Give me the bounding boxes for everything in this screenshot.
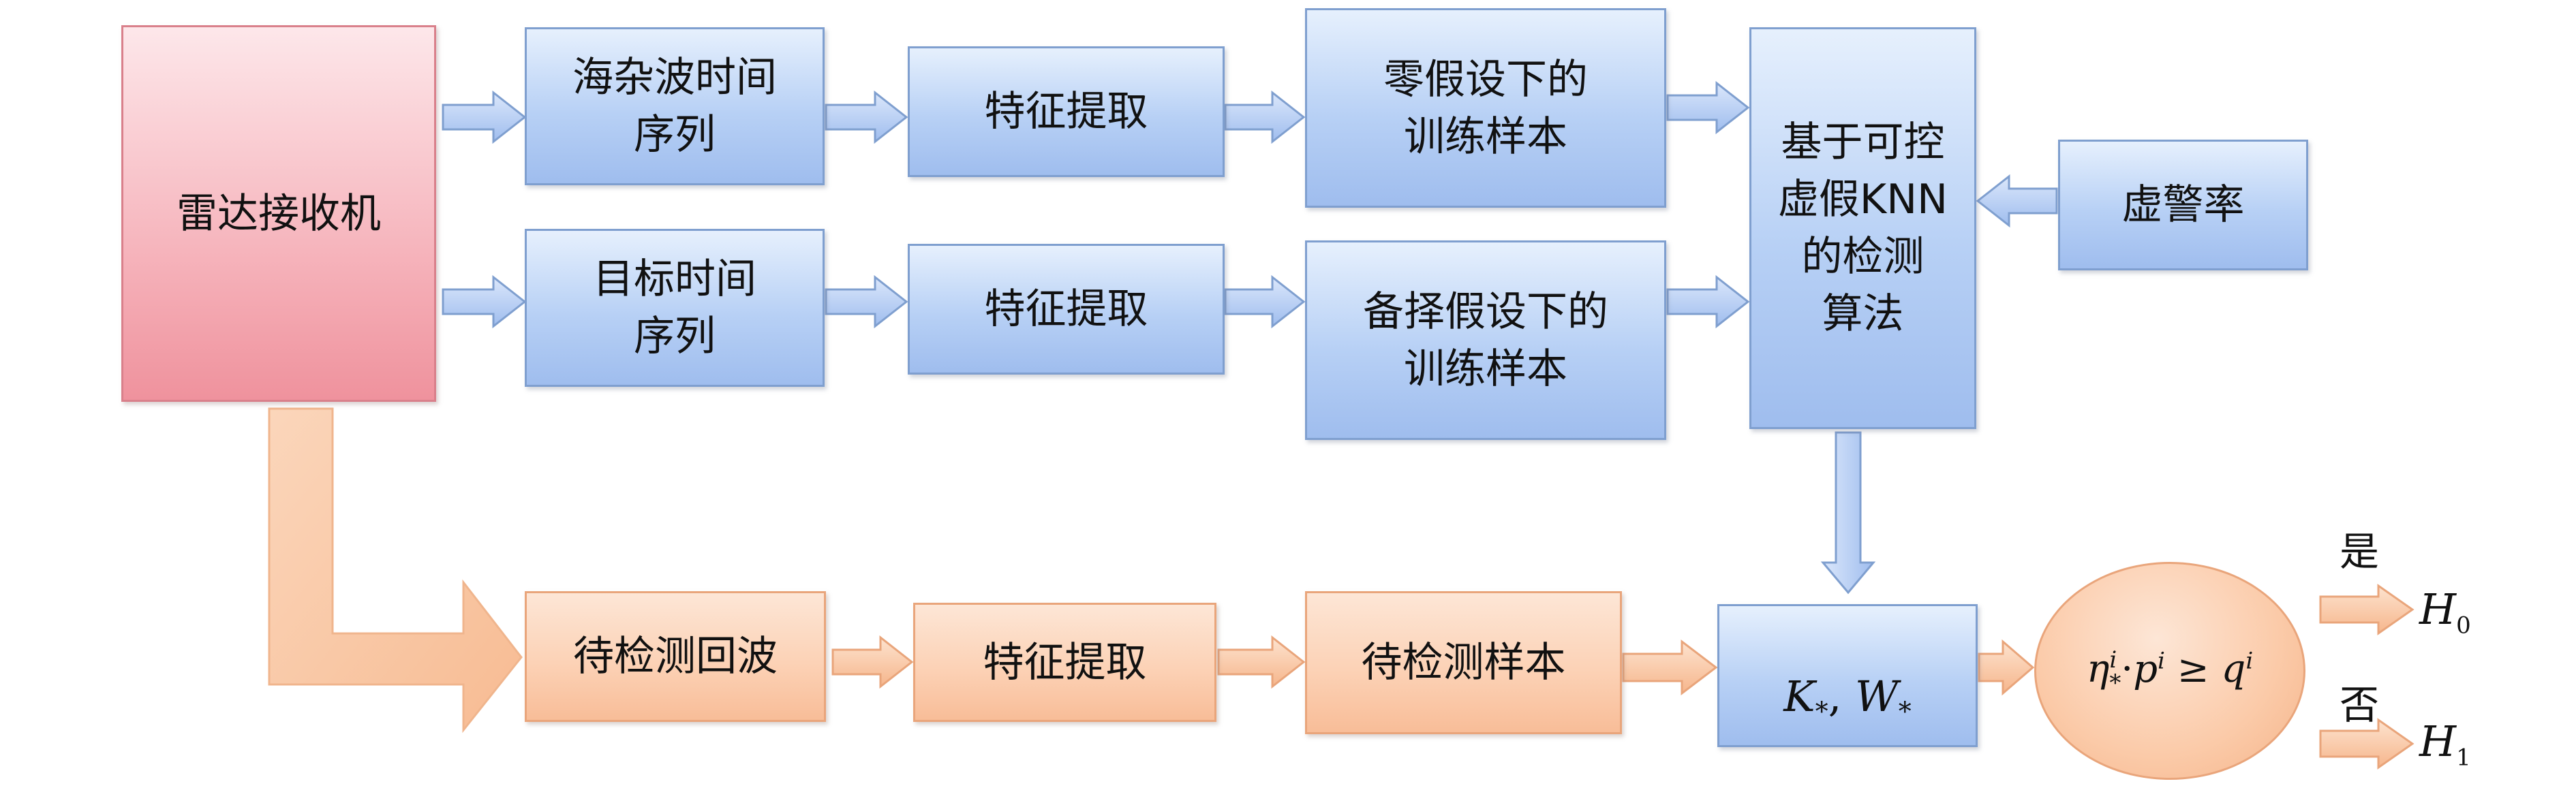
echo-to-detect-label: 待检测回波 (573, 633, 778, 680)
sea-clutter-series-label: 海杂波时间 序列 (572, 54, 777, 159)
arrow-alt-samples-to-algorithm (1666, 274, 1750, 329)
arrow-sample-to-params (1622, 639, 1718, 696)
arrow-feature-to-sample (1217, 635, 1306, 689)
arrow-receiver-to-target (442, 274, 527, 329)
target-series-box: 目标时间 序列 (525, 229, 825, 387)
h0-label: H0 (2419, 584, 2471, 640)
arrow-false-alarm-to-algorithm (1976, 174, 2058, 228)
arrow-echo-to-feature (831, 635, 914, 689)
alt-hypothesis-samples-label: 备择假设下的 训练样本 (1363, 287, 1608, 393)
radar-receiver-label: 雷达接收机 (177, 189, 381, 238)
k-w-params-box: K*, W* (1717, 604, 1978, 747)
arrow-receiver-to-sea-clutter (442, 90, 527, 144)
arrow-params-to-decision (1978, 639, 2035, 696)
arrow-feature-to-null-samples (1224, 90, 1306, 144)
radar-receiver-box: 雷达接收机 (121, 25, 436, 402)
knn-algorithm-box: 基于可控 虚假KNN 的检测 算法 (1749, 27, 1976, 429)
null-hypothesis-samples-box: 零假设下的 训练样本 (1305, 8, 1666, 208)
knn-algorithm-label: 基于可控 虚假KNN 的检测 算法 (1777, 119, 1948, 338)
feature-extract-label-2: 特征提取 (984, 285, 1148, 333)
null-hypothesis-samples-label: 零假设下的 训练样本 (1383, 55, 1588, 161)
alt-hypothesis-samples-box: 备择假设下的 训练样本 (1305, 240, 1666, 440)
arrow-feature-to-alt-samples (1224, 274, 1306, 329)
arrow-to-h0 (2319, 584, 2414, 635)
yes-label: 是 (2340, 529, 2380, 575)
feature-extract-box-1: 特征提取 (908, 46, 1225, 177)
arrow-null-samples-to-algorithm (1666, 80, 1750, 135)
arrow-sea-clutter-to-feature (825, 90, 908, 144)
false-alarm-rate-label: 虚警率 (2121, 181, 2245, 229)
feature-extract-label-3: 特征提取 (983, 638, 1147, 687)
sea-clutter-series-box: 海杂波时间 序列 (525, 27, 825, 185)
arrow-receiver-to-echo (268, 407, 523, 734)
feature-extract-box-3: 特征提取 (913, 603, 1216, 722)
false-alarm-rate-box: 虚警率 (2058, 140, 2308, 270)
arrow-target-to-feature (825, 274, 908, 329)
k-w-params-label: K*, W* (1783, 672, 1912, 727)
sample-to-detect-label: 待检测样本 (1361, 639, 1566, 687)
arrow-algorithm-to-params (1820, 431, 1876, 595)
echo-to-detect-box: 待检测回波 (525, 591, 826, 722)
h1-label: H1 (2419, 716, 2471, 772)
target-series-label: 目标时间 序列 (593, 255, 756, 360)
feature-extract-label-1: 特征提取 (984, 88, 1148, 136)
arrow-to-h1 (2319, 718, 2414, 770)
no-label: 否 (2340, 682, 2380, 728)
sample-to-detect-box: 待检测样本 (1305, 591, 1622, 734)
feature-extract-box-2: 特征提取 (908, 244, 1225, 375)
